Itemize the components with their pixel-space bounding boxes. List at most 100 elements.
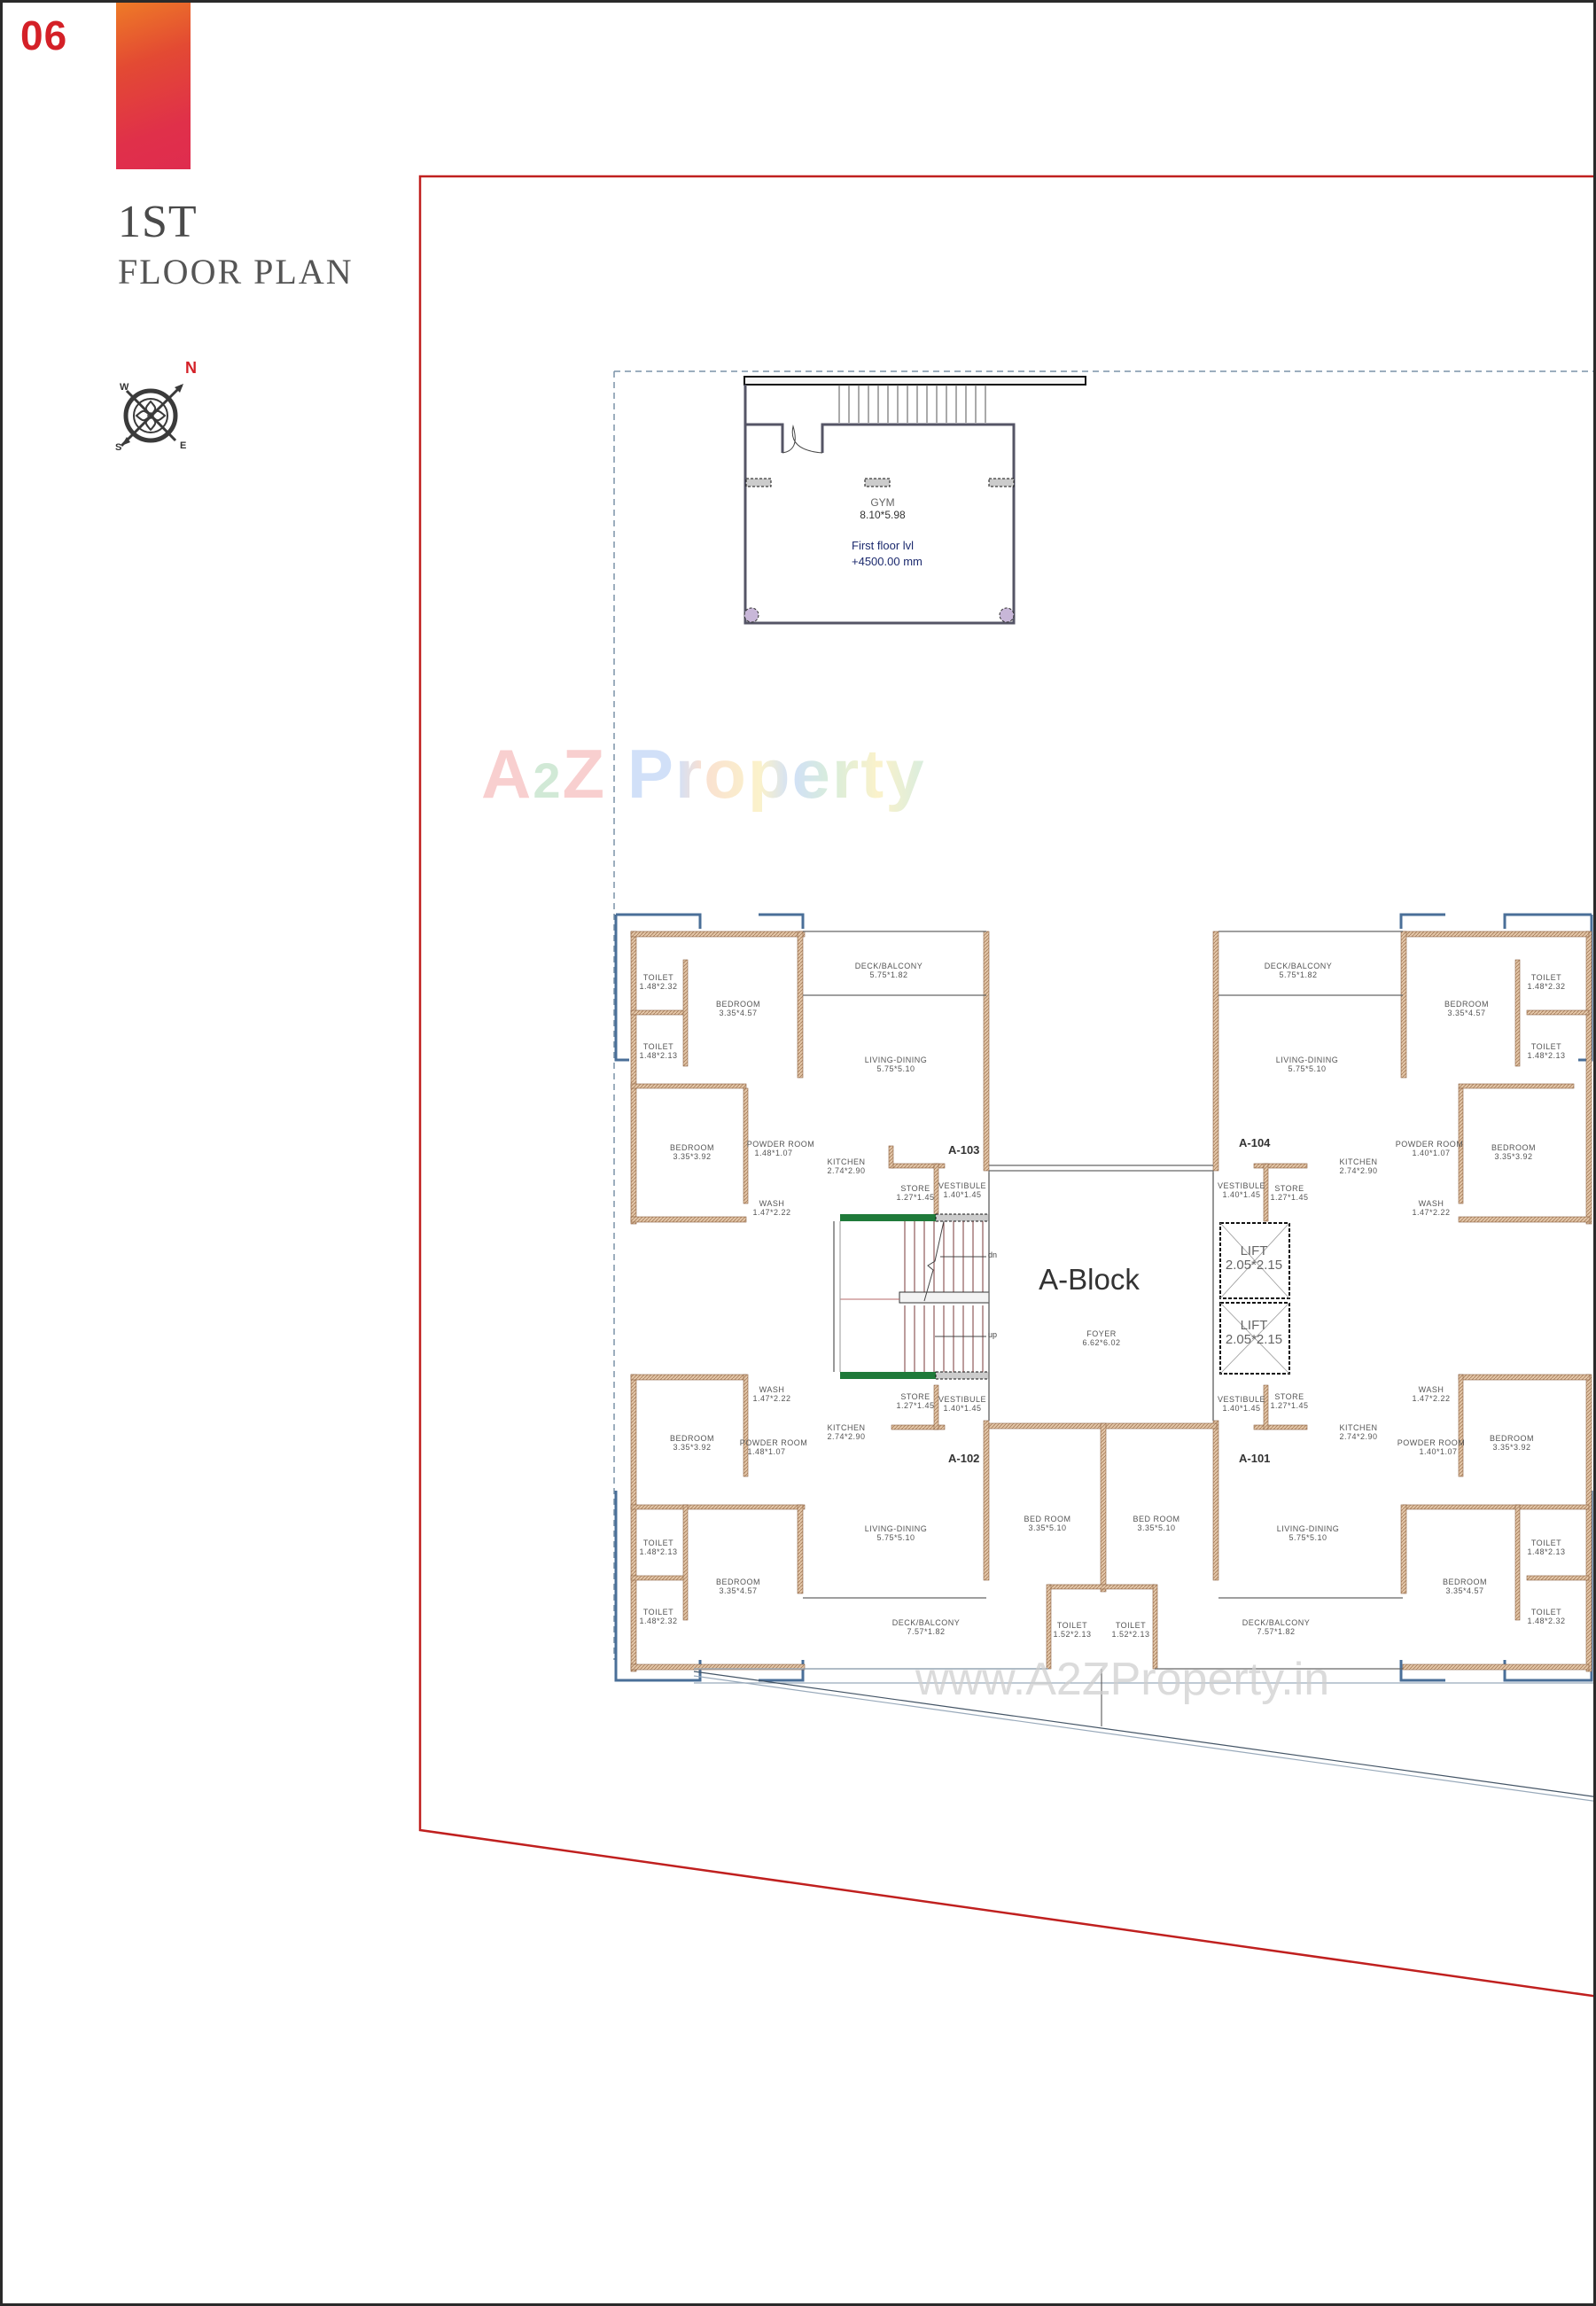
room-size: 1.48*2.32: [1527, 1617, 1566, 1625]
compass-south-label: S: [115, 442, 122, 453]
room-size: 7.57*1.82: [907, 1627, 946, 1636]
room-name: TOILET: [642, 1539, 674, 1547]
room-size: 2.74*2.90: [1339, 1432, 1378, 1441]
room-name: KITCHEN: [1339, 1423, 1378, 1432]
room-size: 1.40*1.07: [1419, 1447, 1458, 1456]
shared-bedroom-left-size: 3.35*5.10: [1028, 1523, 1067, 1532]
room-name: BEDROOM: [715, 1578, 761, 1586]
room-name: TOILET: [1530, 973, 1562, 982]
stair-down-label: dn: [988, 1250, 998, 1259]
room-name: LIVING-DINING: [1276, 1524, 1340, 1533]
room-size: 3.35*4.57: [1447, 1009, 1486, 1017]
interior-lines: [693, 931, 1593, 1802]
room-name: BEDROOM: [669, 1434, 715, 1443]
floor-plan-drawing: [418, 175, 1593, 1998]
accent-bar: [116, 3, 191, 169]
room-size: 1.40*1.45: [1222, 1404, 1261, 1413]
room-size: 3.35*4.57: [719, 1586, 758, 1595]
room-size: 5.75*5.10: [1288, 1064, 1327, 1073]
lift-1-size: 2.05*2.15: [1225, 1258, 1283, 1273]
room-name: KITCHEN: [827, 1157, 866, 1166]
room-name: VESTIBULE: [1217, 1395, 1266, 1404]
room-size: 1.48*1.07: [754, 1149, 793, 1157]
block-name: A-Block: [1039, 1263, 1140, 1296]
room-name: WASH: [759, 1199, 785, 1208]
shared-toilet-left-size: 1.52*2.13: [1053, 1630, 1092, 1639]
room-name: BEDROOM: [715, 1000, 761, 1009]
room-name: VESTIBULE: [1217, 1181, 1266, 1190]
room-name: BEDROOM: [1442, 1578, 1488, 1586]
shared-toilet-left-name: TOILET: [1056, 1621, 1088, 1630]
room-size: 1.48*2.13: [1527, 1051, 1566, 1060]
room-size: 7.57*1.82: [1257, 1627, 1296, 1636]
room-size: 1.48*2.32: [639, 982, 678, 991]
room-name: POWDER ROOM: [1395, 1140, 1464, 1149]
room-name: STORE: [900, 1392, 930, 1401]
room-size: 3.35*3.92: [1494, 1152, 1533, 1161]
lift-shafts: [1219, 1222, 1290, 1375]
level-value-label: +4500.00 mm: [852, 555, 923, 568]
room-size: 5.75*5.10: [876, 1064, 915, 1073]
room-size: 1.48*1.07: [747, 1447, 786, 1456]
staircase: [833, 1213, 990, 1380]
room-name: DECK/BALCONY: [1264, 962, 1333, 970]
room-name: LIVING-DINING: [1275, 1056, 1339, 1064]
room-size: 2.74*2.90: [827, 1432, 866, 1441]
room-name: WASH: [759, 1385, 785, 1394]
room-name: DECK/BALCONY: [854, 962, 923, 970]
watermark-url: www.A2ZProperty.in: [915, 1654, 1330, 1705]
room-size: 3.35*3.92: [1492, 1443, 1531, 1452]
room-size: 1.48*2.32: [639, 1617, 678, 1625]
room-size: 5.75*5.10: [876, 1533, 915, 1542]
page-subtitle: FLOOR PLAN: [118, 252, 354, 292]
room-size: 1.47*2.22: [1412, 1394, 1451, 1403]
room-size: 1.40*1.45: [943, 1190, 982, 1199]
room-name: STORE: [1274, 1392, 1304, 1401]
stair-up-label: up: [988, 1330, 998, 1339]
level-name-label: First floor lvl: [852, 539, 915, 552]
room-size: 3.35*4.57: [719, 1009, 758, 1017]
room-size: 1.48*2.13: [639, 1051, 678, 1060]
lift-1-name: LIFT: [1240, 1243, 1268, 1258]
room-name: POWDER ROOM: [746, 1140, 815, 1149]
gym-block: [744, 376, 1086, 625]
room-name: BEDROOM: [1491, 1143, 1537, 1152]
room-name: BEDROOM: [1444, 1000, 1490, 1009]
room-name: DECK/BALCONY: [891, 1618, 961, 1627]
watermark-logo-a: A: [481, 735, 533, 813]
room-name: TOILET: [642, 1608, 674, 1617]
room-name: STORE: [1274, 1184, 1304, 1193]
setback-line: [613, 370, 1593, 1660]
compass-west-label: W: [120, 382, 129, 393]
room-size: 1.47*2.22: [752, 1394, 791, 1403]
room-size: 3.35*3.92: [673, 1443, 712, 1452]
page-title: 1ST: [118, 197, 198, 247]
room-size: 1.40*1.45: [1222, 1190, 1261, 1199]
unit-label-a101: A-101: [1239, 1452, 1271, 1465]
shared-toilet-right-name: TOILET: [1115, 1621, 1147, 1630]
shared-bedroom-left-name: BED ROOM: [1024, 1515, 1071, 1523]
room-name: BEDROOM: [669, 1143, 715, 1152]
room-name: POWDER ROOM: [739, 1438, 808, 1447]
room-name: TOILET: [1530, 1608, 1562, 1617]
watermark-logo-text: Property: [606, 735, 926, 813]
room-size: 1.48*2.13: [639, 1547, 678, 1556]
room-name: KITCHEN: [1339, 1157, 1378, 1166]
unit-label-a104: A-104: [1239, 1136, 1271, 1149]
lift-2-name: LIFT: [1240, 1318, 1268, 1333]
watermark-logo: A2Z Property: [481, 734, 926, 814]
room-size: 1.40*1.07: [1412, 1149, 1451, 1157]
core-outline: [988, 1172, 1214, 1421]
room-size: 2.74*2.90: [827, 1166, 866, 1175]
room-name: WASH: [1418, 1385, 1444, 1394]
shared-toilet-right-size: 1.52*2.13: [1111, 1630, 1150, 1639]
room-name: LIVING-DINING: [864, 1056, 928, 1064]
room-size: 1.40*1.45: [943, 1404, 982, 1413]
room-size: 5.75*1.82: [869, 970, 908, 979]
room-size: 1.27*1.45: [896, 1401, 935, 1410]
room-size: 2.74*2.90: [1339, 1166, 1378, 1175]
room-name: STORE: [900, 1184, 930, 1193]
foyer-name: FOYER: [1086, 1329, 1117, 1338]
room-name: TOILET: [1530, 1539, 1562, 1547]
gym-size-label: 8.10*5.98: [860, 509, 906, 521]
